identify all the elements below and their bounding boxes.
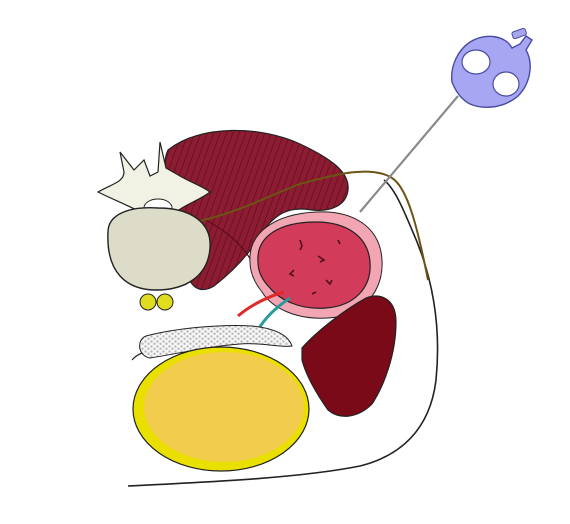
nerve-roots-icon [140,294,173,310]
fat-mass-icon [133,347,309,471]
biopsy-needle-icon [360,28,532,212]
